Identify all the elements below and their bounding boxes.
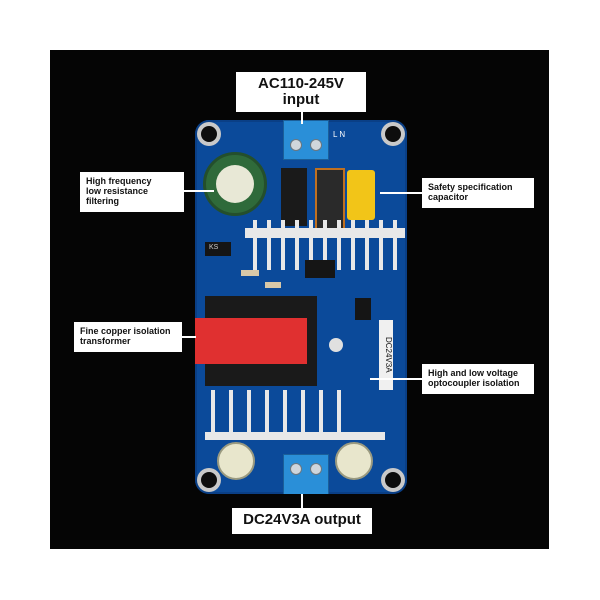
callout-safety-capacitor: Safety specification capacitor <box>422 178 534 208</box>
heatsink-fin <box>337 220 341 270</box>
callout-transformer: Fine copper isolation transformer <box>74 322 182 352</box>
mosfet <box>305 260 335 278</box>
resistor <box>265 282 281 288</box>
heatsink-fin <box>229 390 233 436</box>
transformer-wrap <box>195 318 307 364</box>
screw-icon <box>290 139 302 151</box>
heatsink-fin <box>351 220 355 270</box>
ic-chip <box>205 242 231 256</box>
heatsink-fin <box>295 220 299 270</box>
callout-input: AC110-245V input <box>236 72 366 112</box>
leader-line <box>184 190 214 192</box>
leader-line <box>380 192 422 194</box>
resistor <box>241 270 259 276</box>
leader-line <box>301 494 303 508</box>
heatsink-fin <box>283 390 287 436</box>
chip-marking: KS <box>209 244 219 251</box>
heatsink-fin <box>393 220 397 270</box>
heatsink-fin <box>365 220 369 270</box>
heatsink-fin <box>301 390 305 436</box>
small-capacitor <box>329 338 343 352</box>
heatsink-fin <box>319 390 323 436</box>
leader-line <box>182 336 196 338</box>
leader-line <box>301 112 303 124</box>
screw-icon <box>310 463 322 475</box>
heatsink-fin <box>211 390 215 436</box>
capacitor-top <box>216 165 254 203</box>
screw-icon <box>290 463 302 475</box>
screw-icon <box>310 139 322 151</box>
heatsink-fin <box>253 220 257 270</box>
output-terminal-block <box>283 454 329 494</box>
mount-hole-bottom-left <box>201 472 217 488</box>
heatsink-fin <box>265 390 269 436</box>
power-supply-board: L N KS DC24V3A <box>195 120 407 494</box>
optocoupler <box>355 298 371 320</box>
heatsink-fin <box>247 390 251 436</box>
heatsink-fin <box>267 220 271 270</box>
heatsink-fin <box>323 220 327 270</box>
terminal-marking: L N <box>333 130 346 139</box>
filter-capacitor <box>203 152 267 216</box>
output-capacitor <box>217 442 255 480</box>
board-side-label: DC24V3A <box>379 320 393 390</box>
heatsink-fin <box>379 220 383 270</box>
choke-coil <box>281 168 307 226</box>
heatsink-fin <box>309 220 313 270</box>
heatsink-fin <box>337 390 341 436</box>
safety-capacitor <box>347 170 375 220</box>
callout-output: DC24V3A output <box>232 508 372 534</box>
mount-hole-top-left <box>201 126 217 142</box>
output-capacitor <box>335 442 373 480</box>
heatsink-bar <box>205 432 385 440</box>
heatsink-fin <box>281 220 285 270</box>
leader-line <box>370 378 422 380</box>
mount-hole-bottom-right <box>385 472 401 488</box>
input-terminal-block <box>283 120 329 160</box>
callout-optocoupler: High and low voltage optocoupler isolati… <box>422 364 534 394</box>
mount-hole-top-right <box>385 126 401 142</box>
callout-filter: High frequency low resistance filtering <box>80 172 184 212</box>
